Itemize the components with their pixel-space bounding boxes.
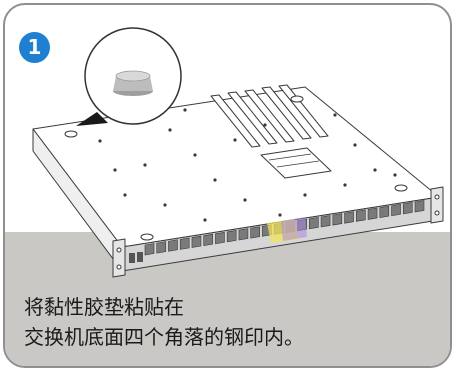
ethernet-port bbox=[168, 239, 178, 252]
instruction-caption: 将黏性胶垫粘贴在 交换机底面四个角落的钢印内。 bbox=[24, 292, 444, 352]
ethernet-port bbox=[179, 237, 190, 250]
label-plate bbox=[260, 147, 332, 179]
switch-illustration bbox=[32, 27, 444, 278]
vent-slots bbox=[210, 84, 329, 148]
ethernet-port bbox=[144, 243, 155, 256]
ethernet-port bbox=[238, 228, 249, 241]
ethernet-port bbox=[379, 205, 390, 218]
sfp-port bbox=[129, 253, 135, 263]
ethernet-port bbox=[156, 241, 167, 254]
ethernet-port bbox=[191, 235, 202, 248]
caption-line-2: 交换机底面四个角落的钢印内。 bbox=[24, 325, 304, 349]
ethernet-port bbox=[215, 231, 225, 245]
led-highlight bbox=[267, 217, 307, 243]
rubber-foot-icon bbox=[113, 70, 153, 96]
ethernet-port bbox=[402, 202, 413, 215]
ethernet-port bbox=[203, 233, 213, 247]
step-number-badge: 1 bbox=[19, 32, 50, 63]
callout-pointer bbox=[76, 112, 108, 126]
ethernet-port bbox=[320, 215, 331, 228]
ethernet-port bbox=[367, 207, 378, 220]
ethernet-port bbox=[391, 203, 401, 217]
foot-stamps bbox=[64, 95, 408, 241]
mounting-ear-right bbox=[430, 186, 444, 224]
screw-dots bbox=[98, 108, 397, 222]
caption-line-1: 将黏性胶垫粘贴在 bbox=[24, 295, 184, 319]
illustration-frame: 1 将黏性胶垫粘贴在 交换机底面四个角落的钢印内。 bbox=[3, 3, 452, 368]
ethernet-port bbox=[250, 226, 260, 239]
ethernet-port bbox=[332, 213, 343, 226]
ethernet-port bbox=[226, 230, 237, 243]
ethernet-port bbox=[356, 209, 366, 222]
ethernet-port bbox=[414, 200, 425, 213]
sfp-port bbox=[137, 252, 143, 262]
ethernet-port bbox=[344, 211, 354, 224]
magnifier-callout bbox=[76, 27, 182, 126]
mounting-ear-left bbox=[112, 238, 126, 278]
ethernet-port bbox=[309, 216, 319, 230]
